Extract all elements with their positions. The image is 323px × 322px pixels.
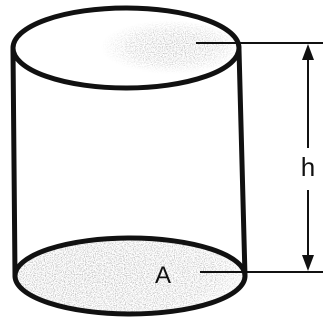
height-label: h	[301, 152, 315, 182]
cylinder-base-ellipse	[12, 235, 248, 317]
cylinder-left-wall	[10, 47, 18, 279]
cylinder-right-wall	[236, 47, 248, 279]
cylinder-top-ellipse	[10, 5, 242, 91]
height-dimension	[302, 44, 314, 271]
area-label: A	[155, 262, 171, 289]
top-shading	[80, 20, 239, 80]
arrow-up-icon	[302, 44, 314, 60]
arrow-down-icon	[302, 255, 314, 271]
base-shading	[15, 238, 245, 314]
